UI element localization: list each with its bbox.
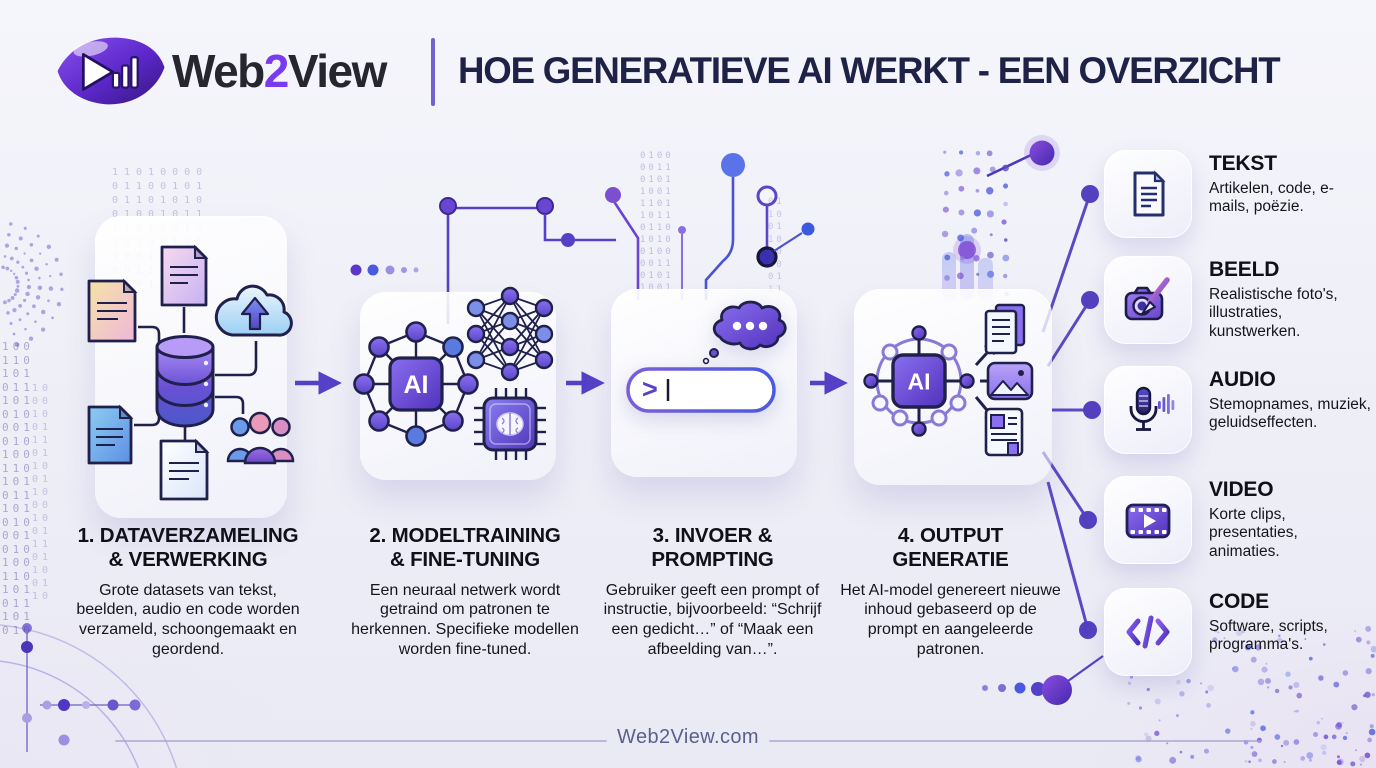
code-brackets-icon — [1104, 588, 1192, 676]
output-item-tekst: TEKST Artikelen, code, e-mails, poëzie. — [1104, 150, 1372, 238]
output-desc-video: Korte clips, presentaties, animaties. — [1209, 506, 1298, 560]
output-item-video: VIDEO Korte clips, presentaties, animati… — [1104, 476, 1372, 564]
bottom-right-dot-sequence — [982, 655, 1104, 705]
output-label-beeld: BEELD — [1209, 258, 1280, 281]
prompt-input-illustration: > — [600, 285, 820, 485]
document-top-icon — [160, 244, 209, 307]
output-item-audio: AUDIO Stemopnames, muziek, geluidseffect… — [1104, 366, 1372, 454]
article-output-icon — [984, 407, 1024, 457]
microphone-icon — [1104, 366, 1192, 454]
step3-description: Gebruiker geeft een prompt of instructie… — [603, 581, 822, 658]
bottom-left-motif — [0, 623, 178, 768]
thought-bubble-icon — [702, 300, 787, 365]
output-desc-beeld: Realistische foto's, illustraties, kunst… — [1209, 286, 1338, 340]
output-label-audio: AUDIO — [1209, 368, 1276, 391]
output-item-code: CODE Software, scripts, programma's. — [1104, 588, 1372, 676]
circuit-traces — [439, 153, 815, 324]
ai-brain-chip-icon: AI — [863, 325, 975, 437]
dot-columns — [941, 150, 996, 281]
step2-description: Een neuraal netwerk wordt getraind om pa… — [351, 581, 579, 658]
output-desc-tekst: Artikelen, code, e-mails, poëzie. — [1209, 180, 1334, 216]
brain-chip-icon — [474, 388, 546, 460]
prompt-input-field[interactable]: > — [626, 367, 776, 413]
footer-site: Web2View.com — [617, 726, 759, 748]
output-label-code: CODE — [1209, 590, 1269, 613]
step4-description: Het AI-model genereert nieuwe inhoud geb… — [840, 581, 1061, 658]
document-bottomleft-icon — [87, 404, 134, 465]
camera-brush-icon — [1104, 256, 1192, 344]
footer-divider-left — [115, 740, 607, 742]
left-dotted-arc — [1, 222, 64, 347]
footer-divider-right — [769, 740, 1262, 742]
output-item-beeld: BEELD Realistische foto's, illustraties,… — [1104, 256, 1372, 344]
document-topleft-icon — [87, 278, 138, 343]
output-label-tekst: TEKST — [1209, 152, 1277, 175]
step1-title: 1. DATAVERZAMELING& VERWERKING — [77, 524, 299, 571]
output-desc-audio: Stemopnames, muziek, geluidseffecten. — [1209, 396, 1371, 432]
step1-description: Grote datasets van tekst, beelden, audio… — [76, 581, 300, 658]
step3-text: 3. INVOER &PROMPTING Gebruiker geeft een… — [590, 524, 835, 659]
document-bottom-icon — [159, 438, 210, 501]
output-connector-dots — [1079, 185, 1101, 639]
step3-title: 3. INVOER &PROMPTING — [651, 524, 774, 571]
corner-dot-spray — [1125, 625, 1376, 767]
step2-title: 2. MODELTRAINING& FINE-TUNING — [369, 524, 561, 571]
ai-output-illustration: AI — [850, 285, 1075, 495]
text-output-icon — [984, 303, 1026, 355]
document-icon — [1104, 150, 1192, 238]
database-sources-illustration — [60, 215, 310, 525]
between-dot-column — [1001, 164, 1010, 297]
brand-name: Web2View — [172, 44, 388, 98]
step2-text: 2. MODELTRAINING& FINE-TUNING Een neuraa… — [340, 524, 590, 659]
brand-prefix: Web — [172, 45, 265, 97]
prompt-chevron: > — [642, 374, 658, 404]
neural-network-icon — [466, 286, 554, 382]
bar-chart-decoration — [942, 234, 993, 300]
film-play-icon — [1104, 476, 1192, 564]
eye-play-chart-logo — [57, 37, 165, 105]
ai-chip-label: AI — [908, 369, 931, 395]
brand-digit: 2 — [263, 45, 290, 97]
image-output-icon — [986, 361, 1034, 401]
ai-node-network-icon: AI — [353, 321, 479, 447]
step1-text: 1. DATAVERZAMELING& VERWERKING Grote dat… — [48, 524, 328, 659]
ai-chip-label: AI — [404, 371, 429, 399]
cloud-upload-icon — [214, 284, 293, 337]
fading-dot-row — [350, 264, 419, 276]
brand-logo — [52, 30, 170, 112]
header-divider — [431, 38, 435, 106]
page-title: HOE GENERATIEVE AI WERKT - EEN OVERZICHT — [458, 50, 1281, 91]
top-right-node-line — [986, 135, 1060, 178]
database-icon — [155, 335, 215, 428]
output-label-video: VIDEO — [1209, 478, 1274, 501]
output-desc-code: Software, scripts, programma's. — [1209, 618, 1328, 654]
ai-network-chip-illustration: AI — [350, 250, 580, 490]
people-group-icon — [226, 411, 295, 465]
brand-suffix: View — [287, 45, 388, 97]
